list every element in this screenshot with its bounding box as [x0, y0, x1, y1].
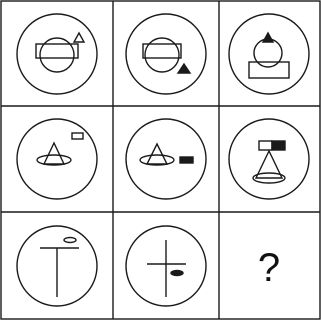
cell-r2-c1 [17, 119, 97, 199]
cell-r2-c3 [229, 119, 309, 199]
outer-circle [126, 14, 206, 94]
missing-cell-question-mark: ? [258, 246, 280, 290]
triangle-filled [263, 33, 273, 42]
cell-r2-c2 [126, 119, 206, 199]
cell-r3-c1 [17, 226, 97, 306]
triangle-filled [178, 64, 190, 73]
small-rectangle-filled [180, 157, 193, 163]
inner-circle [40, 38, 74, 72]
rectangle [249, 62, 289, 78]
small-ellipse-filled [171, 271, 183, 276]
inner-circle [254, 39, 282, 67]
rectangle [143, 44, 181, 58]
cell-r1-c3 [229, 14, 309, 94]
rectangle-outline [259, 141, 272, 150]
inner-circle [145, 38, 179, 72]
small-ellipse [64, 238, 76, 243]
cell-r3-c2 [126, 226, 206, 306]
triangle-outline [147, 144, 167, 164]
triangle-outline [74, 33, 84, 42]
rectangle-filled [272, 141, 285, 150]
outer-circle [17, 119, 97, 199]
outer-circle [126, 119, 206, 199]
cell-r1-c2 [126, 14, 206, 94]
small-rectangle [72, 133, 83, 139]
triangle-outline [44, 143, 64, 164]
outer-circle [17, 14, 97, 94]
outer-circle [229, 14, 309, 94]
outer-circle [229, 119, 309, 199]
cell-r1-c1 [17, 14, 97, 94]
